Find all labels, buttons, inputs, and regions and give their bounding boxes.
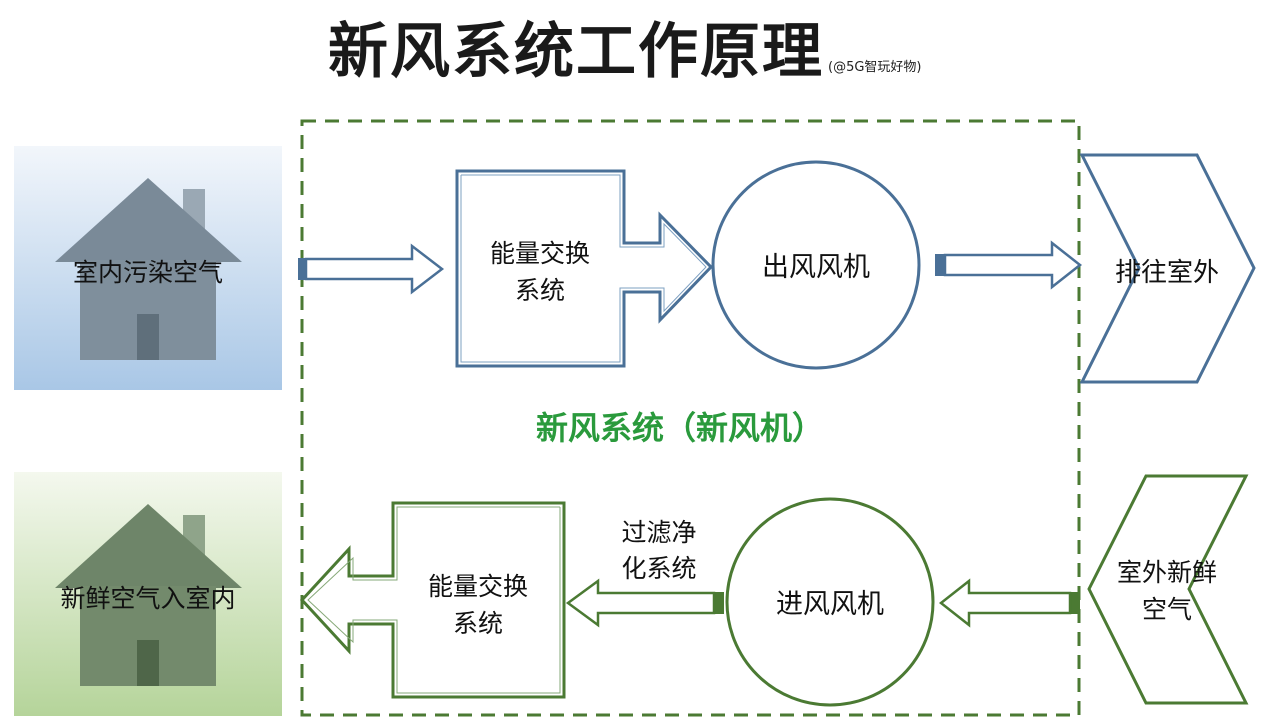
energy-exchange-top: 能量交换 系统 <box>455 169 714 368</box>
energy-exchange-bottom-line1: 能量交换 <box>428 572 528 601</box>
house-door <box>137 314 159 360</box>
page-title: 新风系统工作原理 <box>328 17 824 87</box>
credit-watermark: (@5G智玩好物) <box>828 60 922 75</box>
fresh-indoor-label: 新鲜空气入室内 <box>60 584 235 613</box>
intake-fan: 进风风机 <box>725 497 935 707</box>
system-boundary <box>300 119 1081 717</box>
outdoor-source-line1: 室外新鲜 <box>1117 558 1217 587</box>
flow-arrow-outside-to-fan <box>938 578 1080 628</box>
outdoor-source-line2: 空气 <box>1142 595 1192 624</box>
house-roof <box>55 178 242 262</box>
intake-chevron: 室外新鲜 空气 <box>1087 474 1249 705</box>
energy-exchange-top-line2: 系统 <box>515 276 565 305</box>
house-door <box>137 640 159 686</box>
indoor-house-label: 室内污染空气 <box>73 258 223 287</box>
filter-label-line1: 过滤净 <box>621 518 696 547</box>
fresh-house-panel: 新鲜空气入室内 <box>14 472 282 716</box>
flow-arrow-fan-to-outside <box>935 240 1083 290</box>
flow-arrow-indoor-to-exchange <box>298 243 445 295</box>
energy-exchange-top-line1: 能量交换 <box>490 239 590 268</box>
intake-fan-label: 进风风机 <box>776 589 884 620</box>
flow-arrow-fan-to-exchange <box>565 578 724 628</box>
filter-label-line2: 化系统 <box>621 554 696 583</box>
indoor-house-panel: 室内污染空气 <box>14 146 282 390</box>
house-roof <box>55 504 242 588</box>
energy-exchange-bottom: 能量交换 系统 <box>299 501 566 699</box>
filter-label: 过滤净 化系统 <box>621 518 696 583</box>
exhaust-fan-label: 出风风机 <box>762 252 870 283</box>
exhaust-fan: 出风风机 <box>711 160 921 370</box>
exhaust-chevron: 排往室外 <box>1079 153 1256 384</box>
exhaust-target-label: 排往室外 <box>1115 258 1219 288</box>
system-center-label: 新风系统（新风机） <box>536 409 824 447</box>
energy-exchange-bottom-line2: 系统 <box>453 609 503 638</box>
